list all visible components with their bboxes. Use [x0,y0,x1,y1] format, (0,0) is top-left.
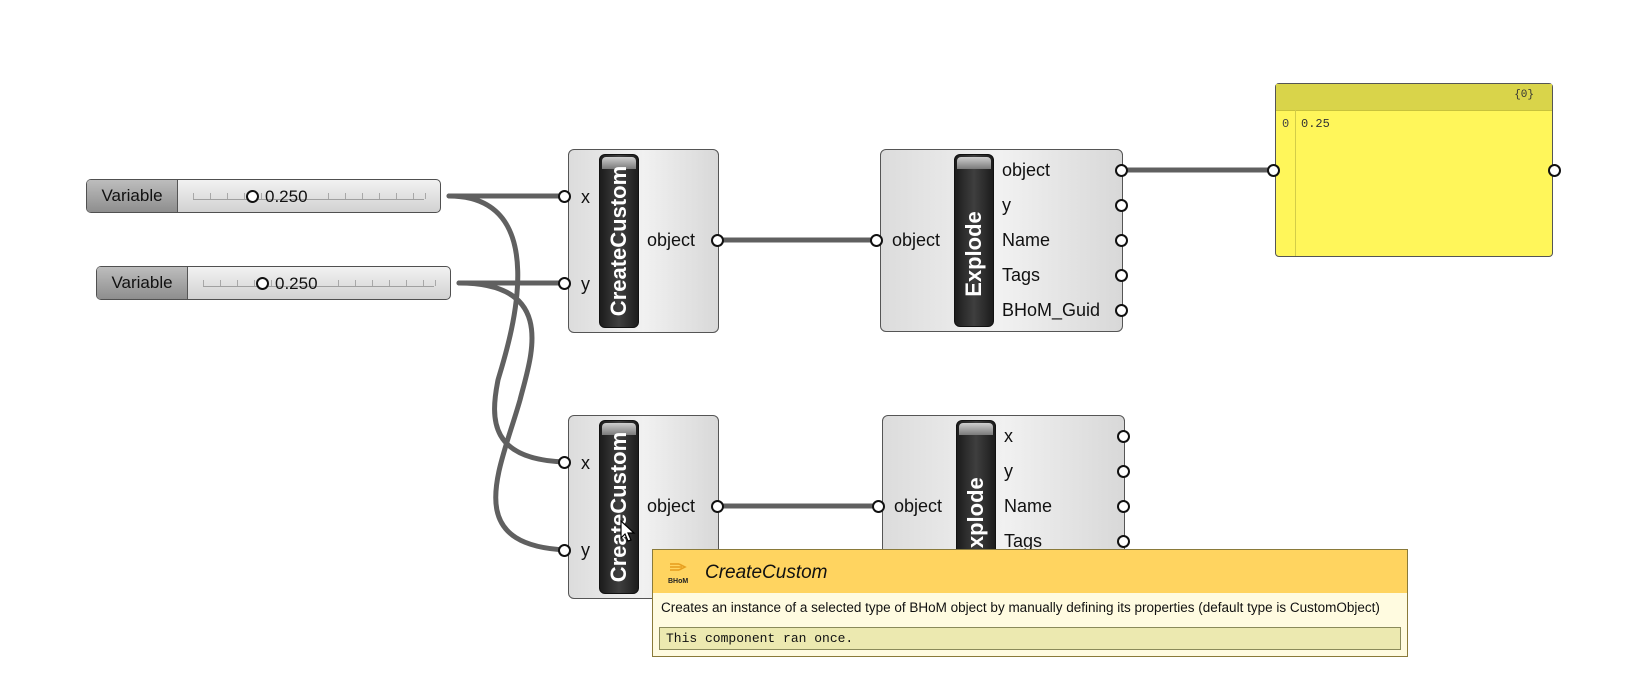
output-port-object[interactable] [711,500,724,513]
panel-input-port[interactable] [1267,164,1280,177]
input-port-object[interactable] [872,500,885,513]
panel-index-divider [1295,110,1296,256]
slider-label: Variable [97,267,188,299]
slider-knob[interactable] [246,190,259,203]
component-nickname: CreateCustom [606,431,631,583]
panel-header: {0} [1276,84,1552,111]
number-slider-2[interactable]: Variable 0.250 [96,266,451,300]
slider-track[interactable] [203,276,436,287]
input-port-x[interactable] [558,190,571,203]
input-object-label: object [894,496,943,516]
input-x-label: x [581,453,590,473]
panel-output-port[interactable] [1548,164,1561,177]
data-panel[interactable]: {0} 0 0.25 [1275,83,1553,257]
output-object-label: object [647,230,696,250]
panel-index: 0 [1282,117,1290,131]
output-port-y[interactable] [1117,465,1130,478]
number-slider-1[interactable]: Variable 0.250 [86,179,441,213]
output-name-label: Name [1004,496,1053,516]
output-y-label: y [1002,195,1011,215]
tooltip-title: CreateCustom [705,562,828,583]
slider-label: Variable [87,180,178,212]
component-nickname: CreateCustom [606,165,631,317]
component-nickname: Explode [961,211,986,297]
component-nickname-bar[interactable]: Explode [954,154,994,327]
mouse-cursor-icon [620,520,636,542]
input-port-object[interactable] [870,234,883,247]
explode-component-top[interactable]: object Explode object y Name Tags BHoM_G… [880,149,1123,332]
wire-slider1-to-bottom-x[interactable] [446,193,569,465]
slider-track[interactable] [193,189,426,200]
input-y-label: y [581,540,590,560]
output-port-object[interactable] [711,234,724,247]
output-object-label: object [647,496,696,516]
output-port-name[interactable] [1117,500,1130,513]
panel-path: {0} [1514,89,1534,101]
slider-knob[interactable] [256,277,269,290]
input-port-x[interactable] [558,456,571,469]
output-tags-label: Tags [1004,531,1043,551]
tooltip-description: Creates an instance of a selected type o… [661,600,1380,615]
slider-value: 0.250 [265,187,308,206]
output-tags-label: Tags [1002,265,1041,285]
output-port-x[interactable] [1117,430,1130,443]
output-port-tags[interactable] [1117,535,1130,548]
output-port-bhom-guid[interactable] [1115,304,1128,317]
input-port-y[interactable] [558,544,571,557]
component-tooltip: BHoM CreateCustom Creates an instance of… [652,549,1408,657]
create-custom-component-top[interactable]: x y CreateCustom object [568,149,719,333]
wire-slider2-to-bottom-y[interactable] [456,280,569,553]
tooltip-status: This component ran once. [659,627,1401,650]
input-object-label: object [892,230,941,250]
output-port-object[interactable] [1115,164,1128,177]
output-port-name[interactable] [1115,234,1128,247]
output-bhom-guid-label: BHoM_Guid [1002,300,1101,320]
tooltip-header: BHoM CreateCustom [653,550,1407,593]
input-port-y[interactable] [558,277,571,290]
input-x-label: x [581,187,590,207]
output-name-label: Name [1002,230,1051,250]
output-object-label: object [1002,160,1051,180]
svg-text:BHoM: BHoM [668,578,688,585]
component-nickname-bar[interactable]: CreateCustom [599,420,639,594]
output-port-tags[interactable] [1115,269,1128,282]
slider-value: 0.250 [275,274,318,293]
input-y-label: y [581,274,590,294]
output-port-y[interactable] [1115,199,1128,212]
output-x-label: x [1004,426,1013,446]
component-nickname-bar[interactable]: CreateCustom [599,154,639,328]
panel-value: 0.25 [1301,117,1330,131]
output-y-label: y [1004,461,1013,481]
bhom-logo-icon: BHoM [668,563,688,585]
